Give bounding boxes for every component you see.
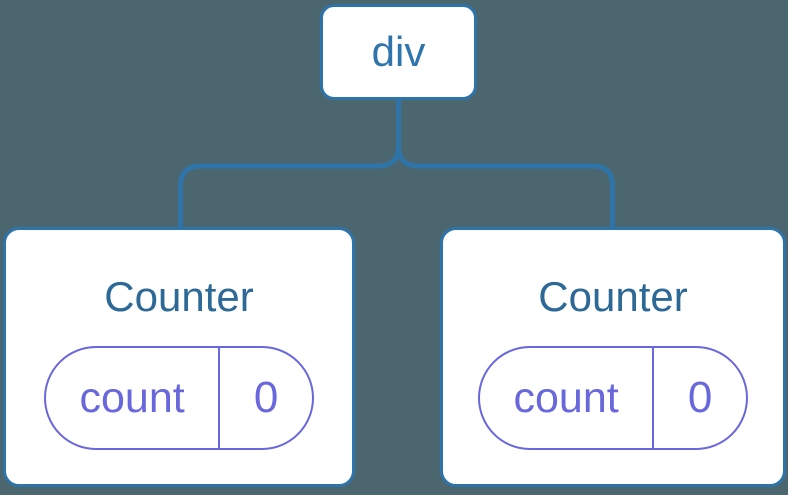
state-value: 0: [253, 373, 279, 423]
tree-node-div: div: [320, 4, 477, 100]
state-value: 0: [687, 373, 713, 423]
state-key-label: count: [480, 348, 655, 449]
connector-left-branch: [178, 98, 401, 229]
counter-title: Counter: [104, 273, 254, 320]
state-key-label: count: [46, 348, 221, 449]
counter-title: Counter: [538, 273, 688, 320]
root-node-label: div: [371, 28, 426, 75]
counter-node-right: Counter count 0: [440, 227, 786, 487]
connector-right-branch: [396, 98, 615, 229]
counter-node-left: Counter count 0: [3, 227, 355, 487]
state-pill: count 0: [44, 346, 314, 451]
state-pill: count 0: [478, 346, 748, 451]
